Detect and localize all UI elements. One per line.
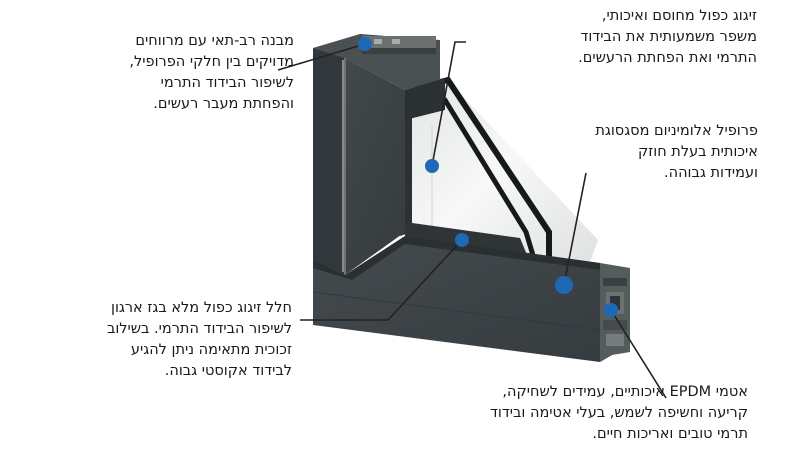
marker-argon-gap bbox=[455, 233, 469, 247]
callout-argon-gap: חלל זיגוג כפול מלא בגז ארגון לשיפור הביד… bbox=[106, 300, 292, 379]
callout-aluminum-profile: פרופיל אלומיניום מסגסוגת איכותית בעלת חו… bbox=[595, 123, 758, 181]
leader-aluminum-profile bbox=[563, 172, 587, 286]
leader-epdm-gaskets bbox=[610, 309, 667, 399]
marker-structure bbox=[358, 37, 372, 51]
callout-tempered-glazing: זיגוג כפול מחוסם ואיכותי, משפר משמעותית … bbox=[578, 8, 757, 66]
leader-structure bbox=[277, 43, 366, 71]
leader-lines bbox=[277, 41, 667, 399]
callout-structure: מבנה רב-תאי עם מרווחים מדויקים בין חלקי … bbox=[129, 33, 294, 112]
marker-aluminum-profile bbox=[555, 276, 573, 294]
markers bbox=[358, 37, 618, 317]
callout-epdm-gaskets: אטמי EPDM איכותיים, עמידים לשחיקה, קריעה… bbox=[490, 384, 748, 442]
leader-tempered-glazing bbox=[431, 41, 466, 167]
leader-argon-gap bbox=[300, 239, 463, 321]
glass-pane bbox=[405, 78, 598, 262]
frame-horizontal bbox=[313, 236, 612, 362]
marker-tempered-glazing bbox=[425, 159, 439, 173]
marker-epdm-gaskets bbox=[604, 303, 618, 317]
